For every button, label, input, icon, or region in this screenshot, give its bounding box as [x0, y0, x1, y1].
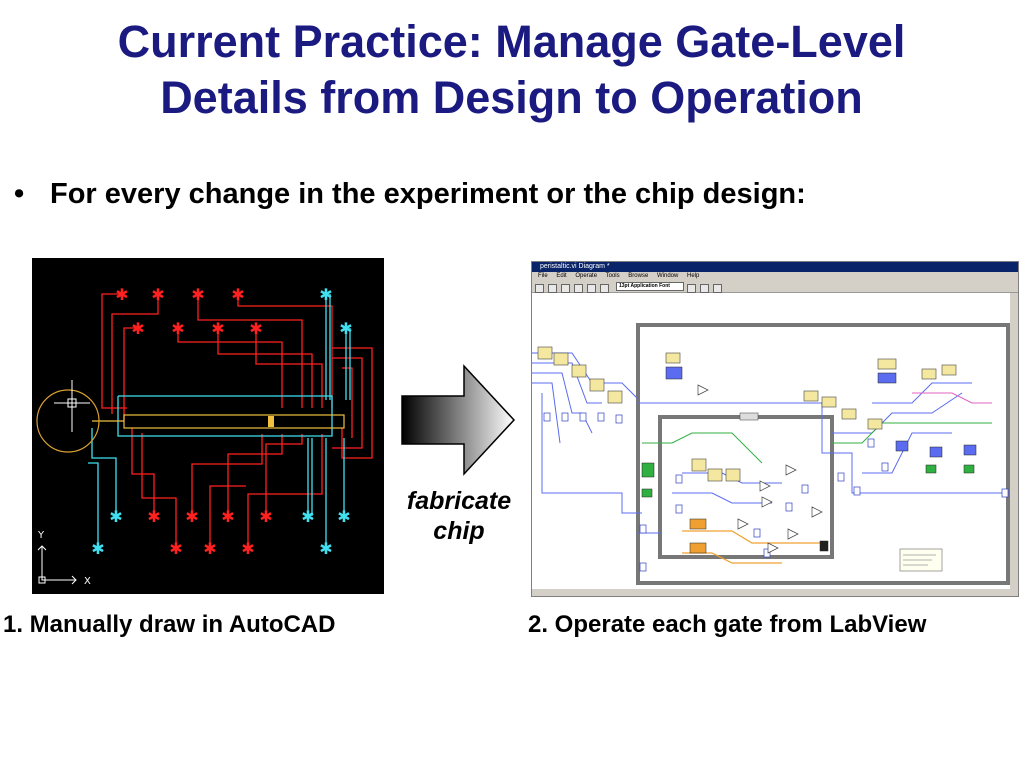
labview-menu-operate: Operate [575, 273, 598, 279]
run-icon [535, 284, 544, 293]
horizontal-scrollbar [532, 589, 1018, 596]
svg-text:✱: ✱ [131, 319, 144, 338]
svg-text:✱: ✱ [151, 285, 164, 304]
svg-text:✱: ✱ [259, 507, 272, 526]
svg-text:✱: ✱ [339, 319, 352, 338]
red-control-traces [101, 293, 373, 548]
distribute-icon [700, 284, 709, 293]
labview-menu-window: Window [656, 273, 679, 279]
highlight-icon [587, 284, 596, 293]
labview-diagram: peristaltic.vi Diagram * File Edit Opera… [531, 261, 1019, 597]
run-continuous-icon [548, 284, 557, 293]
pause-icon [574, 284, 583, 293]
red-ports: ✱✱✱✱ ✱✱✱✱ ✱✱✱✱ ✱✱✱ [115, 285, 272, 558]
comparison-nodes [697, 384, 823, 554]
svg-text:✱: ✱ [337, 507, 350, 526]
svg-text:✱: ✱ [115, 285, 128, 304]
step-icon [600, 284, 609, 293]
labview-menu-edit: Edit [556, 273, 567, 279]
svg-text:✱: ✱ [221, 507, 234, 526]
bullet-point: • For every change in the experiment or t… [14, 178, 806, 211]
vertical-scrollbar [1010, 293, 1018, 589]
svg-text:✱: ✱ [231, 285, 244, 304]
ucs-axis-icon [37, 545, 77, 585]
svg-text:✱: ✱ [319, 285, 332, 304]
fabricate-label-line1: fabricate [406, 487, 512, 515]
outer-while-loop [636, 323, 1010, 585]
svg-text:✱: ✱ [109, 507, 122, 526]
labview-menubar: File Edit Operate Tools Browse Window He… [532, 272, 1018, 280]
crosshair-cursor [36, 380, 100, 453]
abort-icon [561, 284, 570, 293]
font-selector: 13pt Application Font [616, 282, 684, 291]
arrow-right-icon [401, 364, 516, 476]
labview-block-diagram [532, 293, 1018, 596]
align-icon [687, 284, 696, 293]
title-line-1: Current Practice: Manage Gate-Level [117, 16, 906, 67]
labview-menu-tools: Tools [605, 273, 620, 279]
axis-y-label: Y [37, 530, 45, 541]
central-channel [92, 414, 345, 429]
pink-wires [912, 392, 992, 404]
fabricate-label-line2: chip [433, 517, 485, 545]
svg-text:✱: ✱ [203, 539, 216, 558]
svg-text:✱: ✱ [241, 539, 254, 558]
svg-text:✱: ✱ [301, 507, 314, 526]
caption-labview: 2. Operate each gate from LabView [528, 611, 927, 638]
svg-text:✱: ✱ [185, 507, 198, 526]
cyan-control-traces [88, 294, 351, 548]
function-nodes [537, 346, 957, 482]
svg-text:✱: ✱ [169, 539, 182, 558]
labview-menu-browse: Browse [628, 273, 649, 279]
svg-text:✱: ✱ [319, 539, 332, 558]
cyan-ports: ✱✱ ✱✱✱ ✱✱ [91, 285, 352, 558]
svg-text:✱: ✱ [249, 319, 262, 338]
bullet-text: For every change in the experiment or th… [50, 178, 806, 210]
bullet-marker: • [14, 178, 25, 210]
svg-text:✱: ✱ [191, 285, 204, 304]
axis-x-label: X [84, 576, 91, 587]
labview-menu-file: File [538, 273, 548, 279]
chip-layout-drawing: ✱✱✱✱ ✱✱✱✱ ✱✱✱✱ ✱✱✱ ✱✱ ✱✱✱ ✱✱ Y X [36, 285, 373, 587]
labview-toolbar: 13pt Application Font [532, 280, 1018, 293]
svg-text:✱: ✱ [91, 539, 104, 558]
fabricate-chip-label: fabricate chip [392, 486, 526, 546]
autocad-drawing: ✱✱✱✱ ✱✱✱✱ ✱✱✱✱ ✱✱✱ ✱✱ ✱✱✱ ✱✱ Y X [32, 258, 384, 594]
labview-menu-help: Help [687, 273, 700, 279]
title-line-2: Details from Design to Operation [160, 72, 863, 123]
process-arrow [400, 364, 516, 483]
svg-text:✱: ✱ [147, 507, 160, 526]
reorder-icon [713, 284, 722, 293]
svg-text:✱: ✱ [211, 319, 224, 338]
labview-window-title: peristaltic.vi Diagram * [532, 262, 1018, 272]
terminal-nodes [543, 412, 1009, 572]
slide-title: Current Practice: Manage Gate-Level Deta… [0, 14, 1023, 126]
caption-autocad: 1. Manually draw in AutoCAD [3, 611, 336, 638]
svg-text:✱: ✱ [171, 319, 184, 338]
indicator-nodes [641, 366, 977, 554]
